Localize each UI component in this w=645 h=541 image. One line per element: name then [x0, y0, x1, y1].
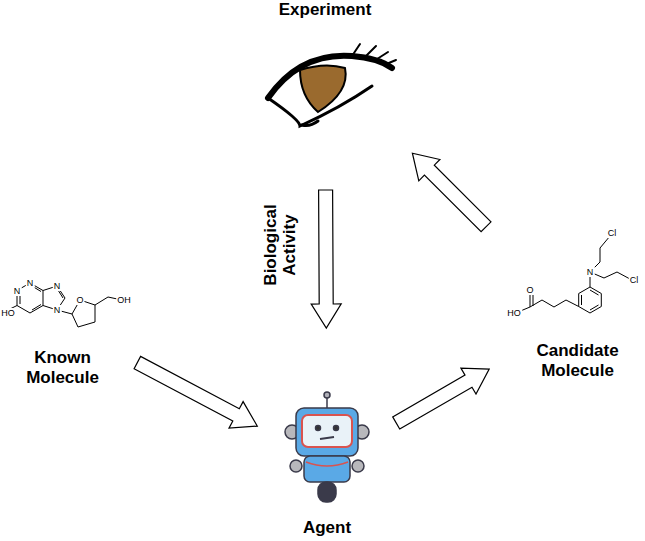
node-label: Candidate Molecule — [510, 341, 645, 381]
atom-label: Cl — [607, 228, 618, 238]
atom-label: N — [53, 305, 62, 315]
block-arrow — [134, 356, 257, 428]
atom-label: N — [586, 267, 595, 277]
atom-label: N — [26, 278, 35, 288]
atom-label: O — [525, 285, 534, 295]
block-arrow — [311, 190, 341, 328]
diagram-node: Agent — [282, 388, 372, 538]
atom-label: N — [53, 281, 62, 291]
eye-icon — [268, 44, 396, 126]
edge-label: Biological Activity — [261, 199, 299, 291]
block-arrow — [412, 153, 491, 232]
atom-label: OH — [116, 295, 132, 305]
atom-label: HO — [0, 308, 16, 318]
atom-label: O — [75, 295, 84, 305]
atom-label: N — [13, 286, 22, 296]
atom-label: HO — [506, 308, 522, 318]
atom-label: Cl — [629, 275, 640, 285]
node-label: Agent — [282, 518, 372, 538]
diagram-node: Known Molecule — [0, 258, 125, 388]
robot-icon — [285, 392, 369, 502]
node-label: Experiment — [255, 0, 395, 20]
known-molecule-structure — [6, 283, 122, 327]
candidate-molecule-structure — [518, 236, 630, 313]
block-arrow — [393, 368, 490, 429]
diagram-node: Experiment — [255, 0, 395, 132]
diagram-node: Candidate Molecule — [510, 255, 645, 381]
node-label: Known Molecule — [0, 348, 125, 388]
